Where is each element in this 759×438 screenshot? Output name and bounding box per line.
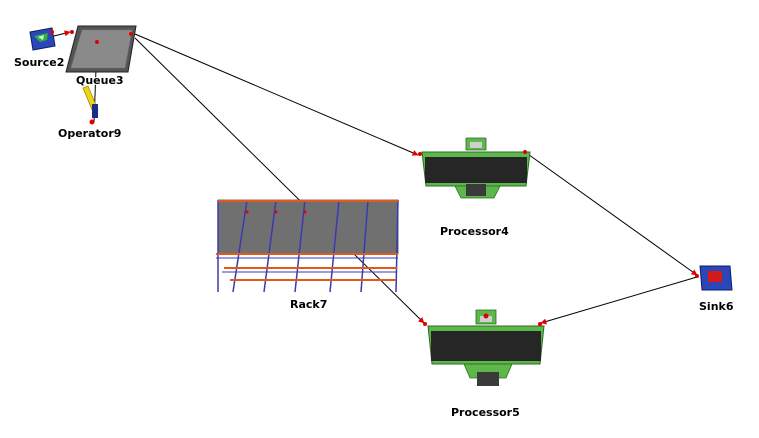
- operator-object[interactable]: [82, 85, 99, 125]
- processor4-object[interactable]: [418, 137, 531, 199]
- connection-processor4-sink[interactable]: [524, 151, 698, 276]
- rack-object[interactable]: [216, 199, 399, 293]
- operator-label: Operator9: [58, 127, 122, 140]
- rack-label: Rack7: [290, 298, 328, 311]
- source-object[interactable]: [29, 27, 56, 51]
- queue-label: Queue3: [76, 74, 124, 87]
- processor5-label: Processor5: [451, 406, 520, 419]
- source-label: Source2: [14, 56, 65, 69]
- sink-label: Sink6: [699, 300, 734, 313]
- processor5-object[interactable]: [423, 309, 545, 386]
- queue-object[interactable]: [65, 25, 137, 73]
- sink-object[interactable]: [695, 265, 733, 291]
- connection-sink-processor5[interactable]: [540, 276, 698, 325]
- connection-queue-processor4[interactable]: [134, 33, 419, 156]
- processor4-label: Processor4: [440, 225, 509, 238]
- connection-queue-processor5[interactable]: [134, 37, 425, 324]
